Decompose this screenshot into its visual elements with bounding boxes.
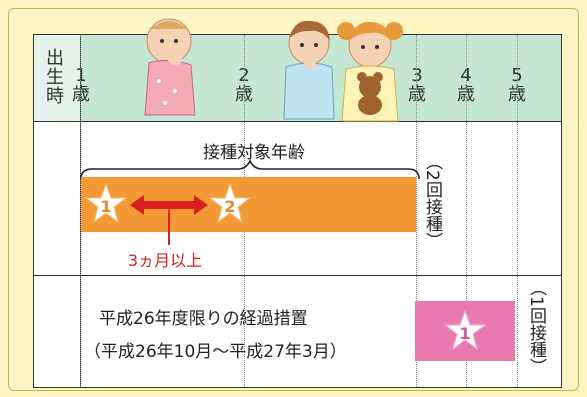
age-3-unit: 歳 [408, 84, 426, 105]
boy-illustration [283, 20, 335, 120]
transitional-measure-label: 平成26年度限りの経過措置 [99, 309, 308, 329]
age-header: 出 生 時 1 歳 2 歳 3 歳 4 歳 5 歳 [34, 18, 561, 122]
age-label-3: 3 歳 [406, 66, 428, 104]
age-label-birth: 出 生 時 [44, 49, 66, 106]
age-4-number: 4 [460, 65, 472, 86]
transitional-period-label: （平成26年10月～平成27年3月） [84, 342, 347, 362]
age-4-gridline [466, 35, 467, 387]
girl-with-bear-illustration [337, 21, 403, 122]
birth-column [34, 35, 80, 121]
second-dose-number: 2 [224, 197, 235, 216]
eligible-age-bracket [80, 159, 420, 180]
birth-char-2: 生 [46, 67, 64, 88]
one-dose-label: （1回接種） [526, 279, 546, 375]
age-3-number: 3 [411, 65, 423, 86]
age-1-unit: 歳 [72, 84, 90, 105]
age-5-gridline [517, 35, 518, 387]
interval-connector [168, 213, 170, 245]
age-1-gridline [80, 35, 81, 387]
vaccination-schedule-chart: 出 生 時 1 歳 2 歳 3 歳 4 歳 5 歳 接種対象年齢 [33, 18, 562, 388]
birth-char-3: 時 [46, 86, 64, 107]
pink-dose-star: 1 [443, 309, 487, 351]
age-2-number: 2 [238, 65, 250, 86]
age-3-gridline [416, 35, 417, 387]
two-doses-label: （2回接種） [422, 153, 442, 249]
first-dose-star: 1 [84, 182, 128, 224]
birth-char-1: 出 [46, 48, 64, 69]
pink-dose-number: 1 [459, 324, 470, 343]
row-divider [34, 275, 561, 276]
age-1-number: 1 [70, 66, 92, 85]
first-dose-number: 1 [100, 197, 111, 216]
eligible-age-label: 接種対象年齢 [203, 143, 305, 163]
age-label-1: 1 歳 [70, 66, 92, 104]
second-dose-star: 2 [208, 182, 252, 224]
age-5-number: 5 [511, 65, 523, 86]
interval-label: 3ヵ月以上 [127, 251, 203, 270]
baby-illustration [144, 18, 196, 116]
